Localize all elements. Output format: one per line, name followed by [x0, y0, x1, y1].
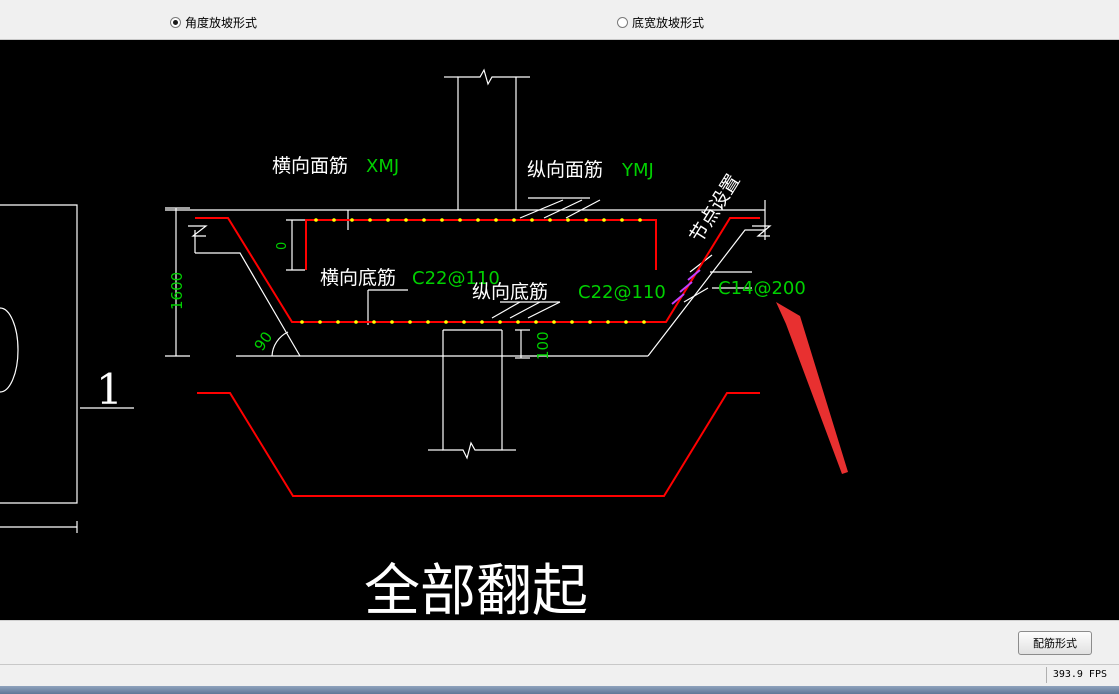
long-top-code: YMJ	[621, 160, 654, 181]
angle-slope-label: 角度放坡形式	[185, 16, 258, 30]
angle-slope-radio[interactable]: 角度放坡形式	[170, 14, 257, 31]
radio-unselected-icon	[617, 17, 628, 28]
dim-height-label: 1600	[168, 272, 186, 310]
long-top-label: 纵向面筋	[527, 159, 603, 181]
left-break	[188, 225, 208, 237]
rebar-form-button[interactable]: 配筋形式	[1018, 631, 1092, 655]
angle-arc	[271, 331, 289, 357]
leader-long-top-3	[565, 199, 601, 219]
column-bottom	[442, 330, 503, 460]
right-slope	[647, 229, 765, 357]
red-pointer-arrow	[776, 302, 848, 474]
drawing-caption: 全部翻起	[364, 559, 588, 620]
width-slope-radio[interactable]: 底宽放坡形式	[617, 14, 704, 31]
foundation-section-drawing: 横向面筋 XMJ 纵向面筋 YMJ 节点设置 横向底筋 C22@110 纵向底筋…	[0, 68, 848, 620]
node-bar-marks	[671, 269, 701, 305]
node-setting-label[interactable]: 节点设置	[686, 171, 745, 247]
slope-bar-code: C14@200	[718, 278, 806, 299]
left-outline	[0, 204, 78, 504]
right-break	[752, 225, 772, 237]
action-bar: 配筋形式	[0, 620, 1119, 664]
leader-long-bottom-1	[491, 301, 521, 319]
leader-slope-bar-2	[683, 287, 709, 303]
status-bar: 393.9 FPS	[0, 664, 1119, 686]
width-slope-label: 底宽放坡形式	[632, 16, 705, 30]
top-bar-code: XMJ	[366, 156, 399, 177]
column-top	[457, 68, 530, 210]
section-number: 1	[96, 365, 123, 414]
slope-option-bar: 角度放坡形式 底宽放坡形式	[0, 0, 1119, 40]
leader-long-top-1	[519, 199, 564, 219]
outer-rebar	[197, 392, 760, 497]
dim-bottom-label: 100	[534, 331, 552, 360]
long-bottom-label: 纵向底筋	[472, 281, 548, 303]
window-bottom-edge	[0, 686, 1119, 694]
bottom-bar-label: 横向底筋	[320, 267, 396, 289]
dim-zero-label: 0	[275, 242, 290, 250]
main-rebar	[195, 217, 760, 323]
fps-readout: 393.9 FPS	[1045, 667, 1113, 683]
leader-long-bottom-2	[509, 301, 541, 319]
left-slope	[195, 252, 301, 357]
radio-selected-icon	[170, 17, 181, 28]
drawing-canvas: 横向面筋 XMJ 纵向面筋 YMJ 节点设置 横向底筋 C22@110 纵向底筋…	[0, 40, 1119, 620]
left-arc	[0, 307, 19, 393]
top-bar-label: 横向面筋	[272, 155, 348, 177]
top-rebar	[305, 219, 657, 270]
long-bottom-code: C22@110	[578, 282, 666, 303]
leader-long-top-2	[543, 199, 583, 219]
bottom-bar-code: C22@110	[412, 268, 500, 289]
leader-long-bottom-3	[527, 301, 561, 319]
